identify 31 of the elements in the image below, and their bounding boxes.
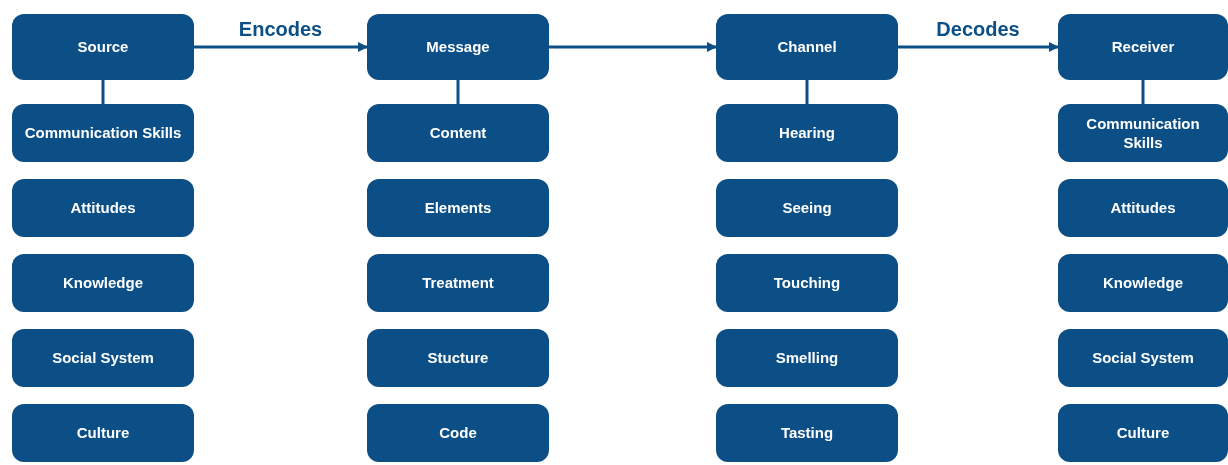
item-box: Attitudes (12, 179, 194, 237)
item-box: Social System (1058, 329, 1228, 387)
arrow (194, 42, 368, 52)
item-box: Culture (12, 404, 194, 462)
item-box: Communication Skills (1058, 104, 1228, 162)
arrow (549, 42, 717, 52)
connector-line (101, 80, 105, 104)
item-box: Knowledge (12, 254, 194, 312)
item-box: Code (367, 404, 549, 462)
item-box: Smelling (716, 329, 898, 387)
connector-line (456, 80, 460, 104)
connector-line (805, 80, 809, 104)
item-box: Culture (1058, 404, 1228, 462)
item-box: Stucture (367, 329, 549, 387)
header-box: Channel (716, 14, 898, 80)
arrow (898, 42, 1059, 52)
item-box: Knowledge (1058, 254, 1228, 312)
header-box: Message (367, 14, 549, 80)
item-box: Treatment (367, 254, 549, 312)
item-box: Communication Skills (12, 104, 194, 162)
header-box: Receiver (1058, 14, 1228, 80)
item-box: Hearing (716, 104, 898, 162)
item-box: Touching (716, 254, 898, 312)
item-box: Content (367, 104, 549, 162)
connector-line (1141, 80, 1145, 104)
header-box: Source (12, 14, 194, 80)
item-box: Social System (12, 329, 194, 387)
item-box: Seeing (716, 179, 898, 237)
item-box: Elements (367, 179, 549, 237)
item-box: Tasting (716, 404, 898, 462)
item-box: Attitudes (1058, 179, 1228, 237)
